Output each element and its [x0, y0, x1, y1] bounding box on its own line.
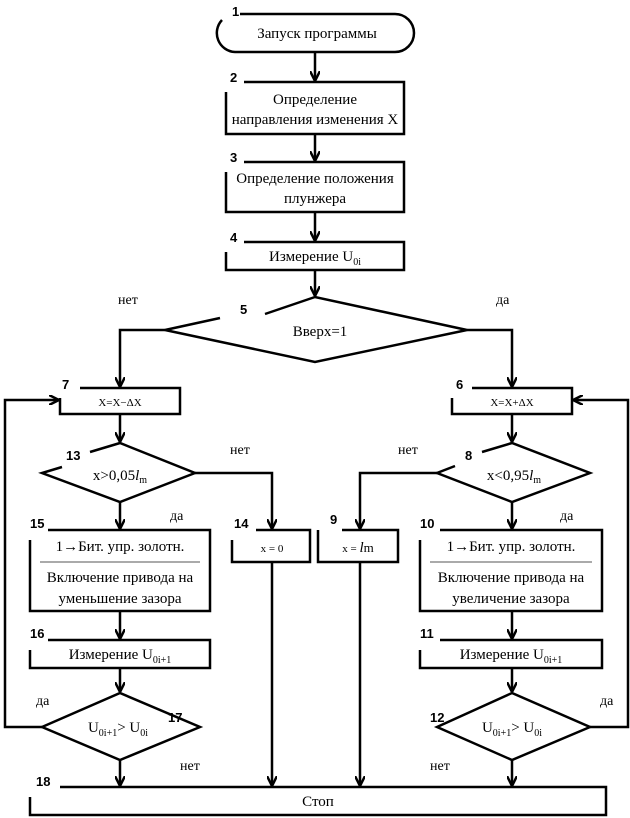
- block-text: увеличение зазора: [452, 591, 570, 607]
- decision-shape: [433, 441, 594, 504]
- process-shape: [224, 80, 406, 136]
- block-10: 10 1→Бит. упр. золотн. Включение привода…: [418, 509, 604, 613]
- process-shape: [28, 638, 212, 670]
- decision-shape: [433, 691, 594, 762]
- loop-17-7: [3, 400, 58, 729]
- process-shape: [28, 785, 608, 817]
- process-shape: [224, 160, 406, 214]
- block-2: 2 Определение направления изменения X: [224, 70, 406, 136]
- block-text: x>0,05lm: [93, 468, 147, 486]
- block-text: U0i+1> U0i: [482, 720, 542, 739]
- decision-shape: [38, 441, 199, 504]
- block-text: Включение привода на: [47, 570, 194, 586]
- block-text: уменьшение зазора: [58, 591, 181, 607]
- block-number: 5: [240, 302, 247, 317]
- block-text: направления изменения X: [232, 112, 399, 128]
- block-text: Измерение U0i+1: [69, 647, 172, 666]
- block-number: 17: [168, 710, 182, 725]
- yes-label: да: [560, 509, 574, 524]
- block-text: Измерение U0i+1: [460, 647, 563, 666]
- process-shape: [316, 528, 400, 564]
- block-text: U0i+1> U0i: [88, 720, 148, 739]
- decision-shape: [38, 691, 204, 762]
- block-17-decision: 17 U0i+1> U0i да нет: [36, 691, 204, 774]
- block-text: 1→Бит. упр. золотн.: [447, 539, 576, 555]
- block-number: 13: [66, 448, 80, 463]
- block-13-decision: 13 x>0,05lm нет: [38, 441, 250, 504]
- process-shape: [418, 638, 604, 670]
- yes-label: да: [600, 694, 614, 709]
- arrow-5-7: [120, 328, 165, 386]
- block-text: x = lm: [342, 540, 374, 556]
- block-9: 9 x = lm: [316, 512, 400, 564]
- block-number: 4: [230, 230, 238, 245]
- block-number: 18: [36, 774, 50, 789]
- no-label: нет: [180, 759, 200, 774]
- block-number: 10: [420, 516, 434, 531]
- process-shape: [58, 386, 182, 416]
- yes-label: да: [496, 293, 510, 308]
- terminator-shape: [215, 12, 416, 54]
- block-number: 14: [234, 516, 249, 531]
- block-14: 14 x = 0: [230, 516, 312, 564]
- block-12-decision: 12 U0i+1> U0i да нет: [430, 691, 614, 774]
- block-text: 1→Бит. упр. золотн.: [56, 539, 185, 555]
- arrow-13-14: [195, 471, 272, 528]
- connectors: [3, 52, 630, 785]
- process-shape: [224, 240, 406, 272]
- block-text: Включение привода на: [438, 570, 585, 586]
- block-text: x = 0: [261, 543, 284, 555]
- process-shape: [450, 386, 574, 416]
- block-number: 15: [30, 516, 44, 531]
- process-shape: [418, 528, 604, 613]
- block-text: плунжера: [284, 191, 346, 207]
- block-15: 15 1→Бит. упр. золотн. Включение привода…: [28, 509, 212, 613]
- block-3: 3 Определение положения плунжера: [224, 150, 406, 214]
- block-6: 6 X=X+ΔX: [450, 377, 574, 416]
- process-shape: [28, 528, 212, 613]
- block-text: X=X+ΔX: [490, 397, 533, 409]
- process-shape: [230, 528, 312, 564]
- block-1-start: 1 Запуск программы: [215, 4, 416, 54]
- block-text: Запуск программы: [257, 26, 377, 42]
- block-text: Измерение U0i: [269, 249, 361, 268]
- block-number: 6: [456, 377, 463, 392]
- block-text: x<0,95lm: [487, 468, 541, 486]
- block-text: Определение положения: [236, 171, 394, 187]
- no-label: нет: [430, 759, 450, 774]
- block-8-decision: 8 x<0,95lm нет: [398, 441, 594, 504]
- arrow-5-6: [467, 328, 512, 386]
- block-number: 9: [330, 512, 337, 527]
- block-text: Определение: [273, 92, 357, 108]
- block-text: X=X−ΔX: [98, 397, 141, 409]
- loop-12-6: [574, 400, 630, 729]
- block-16: 16 Измерение U0i+1: [28, 626, 212, 670]
- block-11: 11 Измерение U0i+1: [418, 626, 604, 670]
- block-4: 4 Измерение U0i: [224, 230, 406, 272]
- block-number: 12: [430, 710, 444, 725]
- block-number: 16: [30, 626, 44, 641]
- block-7: 7 X=X−ΔX: [58, 377, 182, 416]
- block-text: Вверх=1: [293, 324, 348, 340]
- block-5-decision: 5 Вверх=1 нет да: [118, 293, 510, 364]
- block-18-stop: 18 Стоп: [28, 774, 608, 817]
- block-number: 2: [230, 70, 237, 85]
- block-number: 7: [62, 377, 69, 392]
- block-number: 3: [230, 150, 237, 165]
- block-number: 11: [420, 626, 434, 641]
- no-label: нет: [230, 443, 250, 458]
- arrow-8-9: [360, 471, 437, 528]
- yes-label: да: [170, 509, 184, 524]
- block-number: 8: [465, 448, 472, 463]
- yes-label: да: [36, 694, 50, 709]
- no-label: нет: [118, 293, 138, 308]
- decision-shape: [164, 295, 468, 364]
- no-label: нет: [398, 443, 418, 458]
- block-text: Стоп: [302, 794, 334, 810]
- block-number: 1: [232, 4, 239, 19]
